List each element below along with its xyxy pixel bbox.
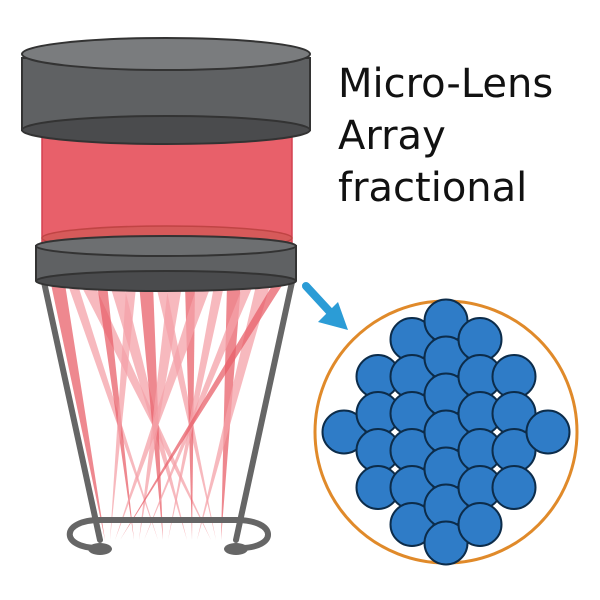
caption-text: Micro-Lens Array fractional bbox=[338, 58, 588, 214]
arrow-icon bbox=[302, 282, 348, 330]
laser-beam bbox=[51, 284, 105, 540]
laser-beam bbox=[139, 284, 163, 540]
micro-lens bbox=[491, 465, 537, 510]
lens-collar bbox=[35, 235, 297, 292]
laser-beams bbox=[51, 284, 283, 540]
frame-foot-left bbox=[88, 543, 112, 555]
micro-lens bbox=[457, 502, 503, 547]
laser-beam bbox=[110, 284, 137, 540]
laser-beam bbox=[155, 284, 216, 540]
frame-foot-right bbox=[224, 543, 248, 555]
caption-line-1: Micro-Lens bbox=[338, 61, 554, 107]
laser-beam bbox=[115, 284, 212, 540]
micro-lens bbox=[525, 409, 571, 455]
caption-line-3: fractional bbox=[338, 165, 528, 211]
microlens-array-icon bbox=[313, 298, 579, 566]
lens-grid bbox=[321, 298, 571, 566]
top-cap bbox=[21, 37, 311, 145]
frame-foot-ring bbox=[66, 517, 271, 551]
caption-line-2: Array bbox=[338, 113, 446, 159]
laser-beam bbox=[144, 284, 254, 540]
laser-beam bbox=[97, 284, 134, 540]
laser-beam bbox=[120, 284, 283, 540]
laser-beam bbox=[197, 284, 271, 540]
handpiece-frame bbox=[41, 279, 295, 551]
laser-tube bbox=[41, 129, 293, 251]
laser-beam bbox=[67, 284, 158, 540]
